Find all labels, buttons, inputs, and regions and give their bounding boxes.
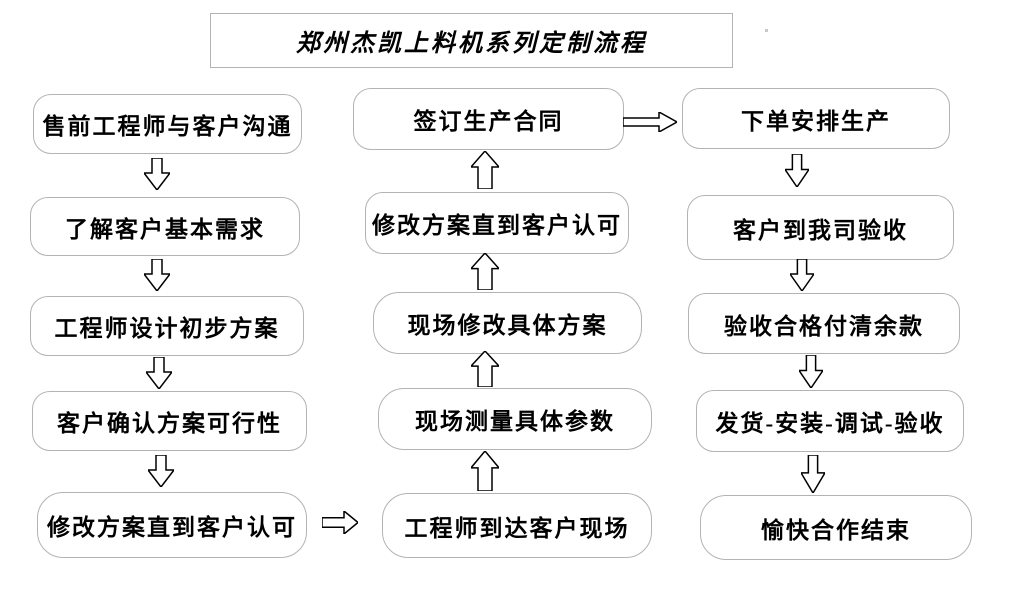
arrow-down-icon	[799, 355, 823, 388]
arrow-up-icon	[471, 151, 499, 189]
arrow-right-icon	[623, 112, 677, 132]
node-label: 下单安排生产	[741, 108, 891, 134]
node-label: 客户确认方案可行性	[57, 411, 282, 436]
node-confirm-feasibility: 客户确认方案可行性	[32, 391, 307, 451]
stray-mark	[765, 29, 768, 32]
node-place-order-production: 下单安排生产	[682, 88, 950, 149]
arrow-right-icon	[322, 511, 358, 534]
arrow-down-icon	[801, 455, 825, 493]
node-label: 工程师设计初步方案	[54, 316, 280, 341]
node-revise-until-approved: 修改方案直到客户认可	[37, 492, 307, 558]
node-engineer-arrive-site: 工程师到达客户现场	[382, 493, 652, 558]
arrow-up-icon	[471, 253, 499, 290]
node-ship-install-debug-accept: 发货-安装-调试-验收	[696, 390, 964, 452]
node-happy-cooperation-end: 愉快合作结束	[700, 495, 972, 560]
arrow-down-icon	[144, 259, 170, 291]
node-label: 愉快合作结束	[761, 517, 911, 543]
arrow-down-icon	[148, 455, 174, 487]
node-sign-contract: 签订生产合同	[353, 88, 624, 150]
node-label: 售前工程师与客户沟通	[42, 114, 293, 139]
node-customer-acceptance-visit: 客户到我司验收	[687, 195, 954, 260]
node-understand-needs: 了解客户基本需求	[30, 197, 300, 256]
node-label: 工程师到达客户现场	[404, 515, 630, 541]
node-revise-until-approved-onsite: 修改方案直到客户认可	[365, 192, 629, 254]
node-label: 修改方案直到客户认可	[372, 213, 622, 238]
title-box: 郑州杰凯上料机系列定制流程	[210, 13, 733, 68]
page-title: 郑州杰凯上料机系列定制流程	[296, 31, 647, 57]
node-label: 修改方案直到客户认可	[47, 515, 297, 540]
node-label: 发货-安装-调试-验收	[715, 411, 945, 436]
arrow-down-icon	[790, 259, 814, 291]
arrow-down-icon	[146, 357, 172, 389]
node-presales-communication: 售前工程师与客户沟通	[33, 94, 302, 154]
node-onsite-modify-plan: 现场修改具体方案	[373, 292, 642, 354]
node-pay-balance: 验收合格付清余款	[688, 293, 960, 354]
arrow-up-icon	[471, 451, 499, 491]
node-label: 验收合格付清余款	[724, 313, 924, 339]
node-design-initial-plan: 工程师设计初步方案	[30, 296, 304, 356]
node-onsite-measure-params: 现场测量具体参数	[378, 388, 652, 450]
node-label: 现场测量具体参数	[415, 409, 615, 434]
arrow-down-icon	[785, 154, 809, 187]
node-label: 签订生产合同	[413, 109, 564, 134]
node-label: 现场修改具体方案	[407, 313, 608, 338]
node-label: 了解客户基本需求	[65, 216, 265, 242]
node-label: 客户到我司验收	[733, 217, 908, 243]
arrow-up-icon	[471, 351, 499, 387]
arrow-down-icon	[144, 158, 170, 190]
